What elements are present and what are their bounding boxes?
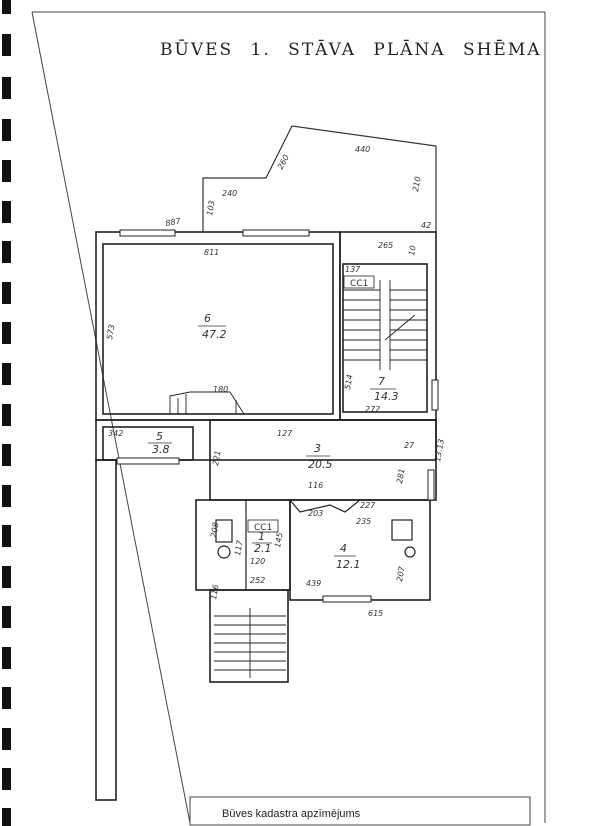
- dim-235: 235: [356, 517, 371, 526]
- cadastral-label: Būves kadastra apzīmējums: [222, 808, 361, 820]
- room-5-area: 3.8: [152, 443, 170, 456]
- dim-116: 116: [308, 481, 323, 490]
- room-3-number: 3: [314, 442, 321, 455]
- stairs-upper: [343, 280, 427, 370]
- dim-221: 221: [211, 450, 223, 467]
- wc-label-upper: CC1: [350, 279, 368, 289]
- dim-127: 127: [277, 429, 293, 438]
- room-labels: 6 47.2 7 14.3 3 20.5 5 3.8 4 12.1 1 2.1: [148, 312, 399, 571]
- room-7-area: 14.3: [374, 390, 399, 403]
- dim-272: 272: [365, 405, 380, 414]
- dim-210: 210: [411, 176, 423, 193]
- dim-342: 342: [108, 429, 123, 438]
- room-4-area: 12.1: [336, 558, 361, 571]
- room-5-number: 5: [156, 430, 163, 443]
- dim-281: 281: [395, 468, 407, 485]
- dim-203: 203: [308, 509, 323, 518]
- room-3-area: 20.5: [308, 458, 333, 471]
- dim-42: 42: [421, 221, 431, 230]
- windows: [116, 229, 439, 603]
- dim-117: 117: [233, 539, 245, 556]
- stairs-lower: [214, 608, 286, 678]
- room-7-number: 7: [378, 375, 385, 388]
- dim-887: 887: [165, 216, 182, 228]
- dim-514: 514: [343, 374, 355, 391]
- dim-240: 240: [222, 189, 237, 198]
- wc-labels: CC1 CC1: [247, 275, 375, 533]
- room-1-number: 1: [258, 530, 265, 543]
- dim-208: 208: [209, 522, 221, 539]
- dim-265: 265: [378, 241, 393, 250]
- dim-252: 252: [250, 576, 265, 585]
- dim-615: 615: [368, 609, 383, 618]
- terrace-outline: [202, 125, 437, 232]
- dim-439: 439: [306, 579, 321, 588]
- room-6-area: 47.2: [202, 328, 227, 341]
- dim-573: 573: [105, 324, 117, 341]
- dim-103: 103: [205, 200, 217, 217]
- wc-label-lower: CC1: [254, 523, 272, 533]
- binder-holes: [2, 0, 11, 826]
- dimension-labels: 440 260 240 210 887 103 811 42 265 10 13…: [105, 145, 446, 618]
- dim-10: 10: [407, 245, 418, 257]
- dim-260: 260: [276, 153, 291, 171]
- stairs-small: [169, 391, 245, 415]
- dim-120: 120: [250, 557, 265, 566]
- plan-title: BŪVES 1. STĀVA PLĀNA SHĒMA: [160, 40, 542, 60]
- dim-137: 137: [345, 265, 361, 274]
- dim-27: 27: [404, 441, 415, 450]
- room-1-area: 2.1: [254, 542, 272, 555]
- dim-811: 811: [204, 248, 219, 257]
- dim-440: 440: [355, 145, 370, 154]
- walls: [95, 231, 437, 801]
- dim-116b: 116: [209, 584, 221, 601]
- partitions: [215, 499, 416, 590]
- dim-1313: 13.13: [433, 438, 446, 462]
- dim-227: 227: [360, 501, 376, 510]
- sheet-border: [31, 11, 546, 826]
- room-4-number: 4: [340, 542, 347, 555]
- dim-180: 180: [213, 385, 228, 394]
- dim-207: 207: [395, 565, 407, 582]
- dim-145: 145: [273, 532, 285, 549]
- room-6-number: 6: [204, 312, 211, 325]
